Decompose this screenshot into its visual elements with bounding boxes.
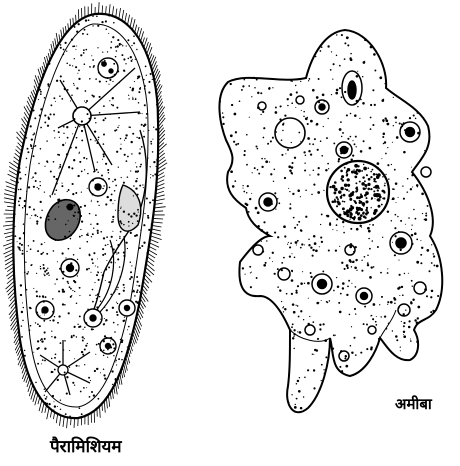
paramecium-label: पैरामिशियम — [50, 434, 122, 457]
amoeba-body-outline — [219, 30, 442, 412]
amoeba-label: अमीबा — [395, 394, 432, 414]
paramecium-drawing — [3, 2, 167, 428]
amoeba-nucleus — [327, 161, 389, 223]
amoeba-contractile-vacuole — [275, 118, 305, 148]
amoeba-drawing — [219, 30, 442, 412]
